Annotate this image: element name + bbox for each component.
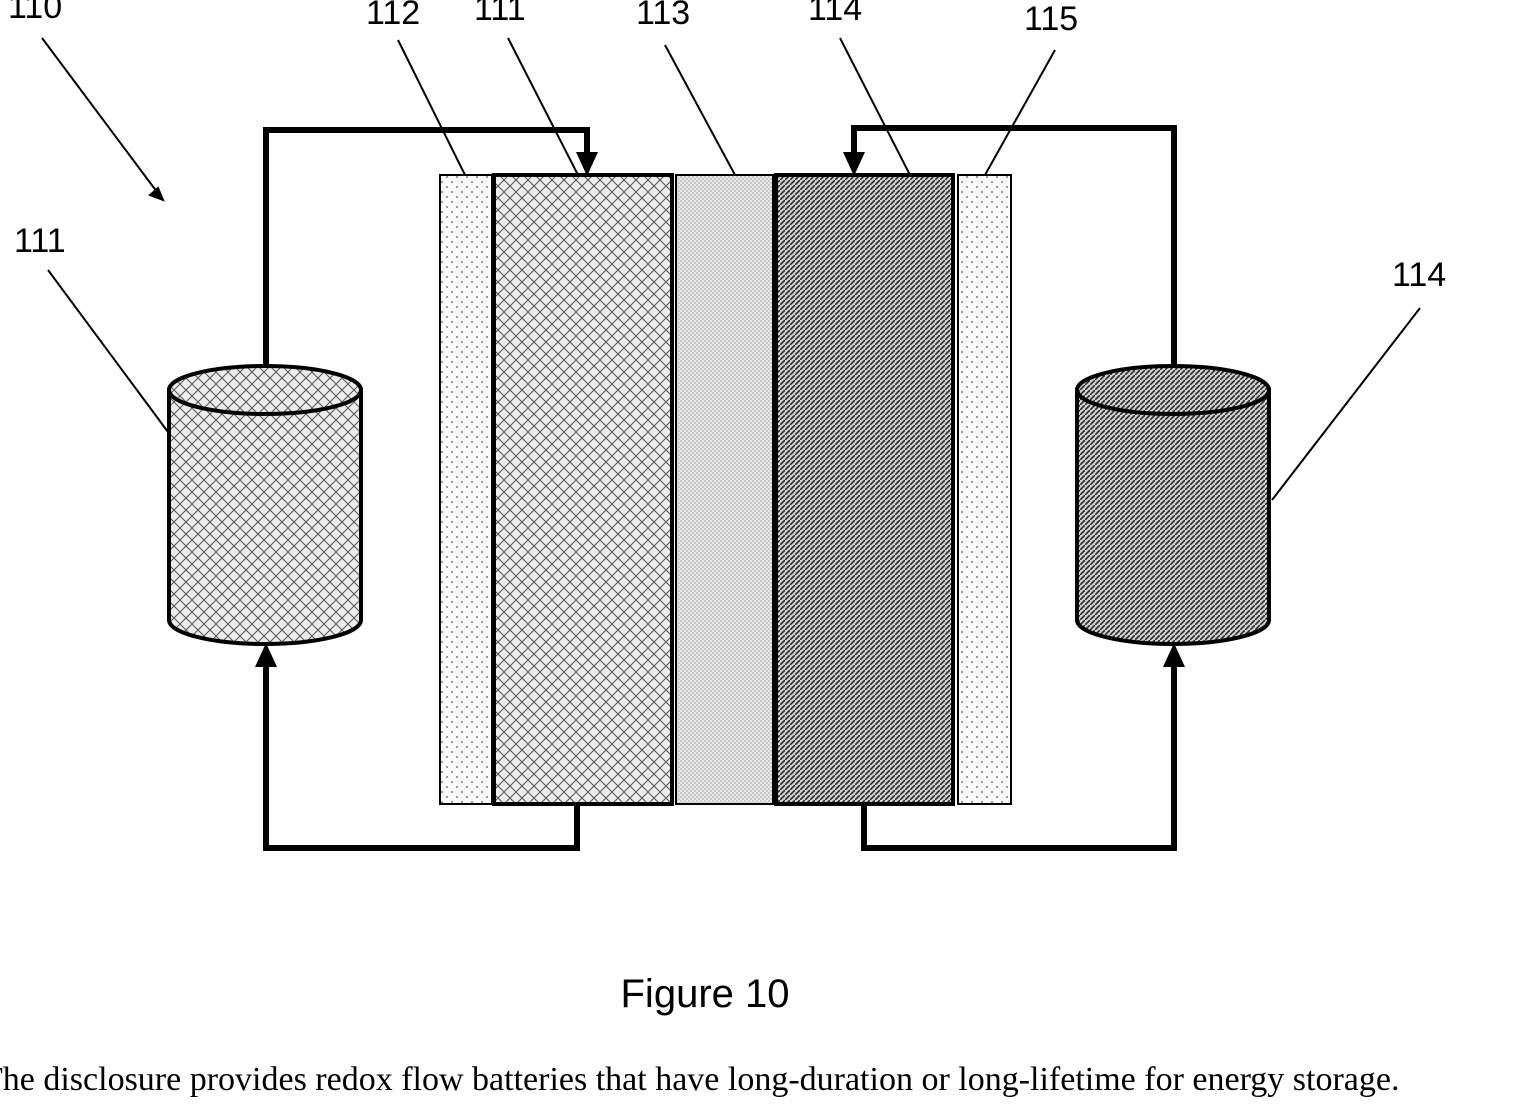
label-114-tank: 114 (1392, 256, 1446, 294)
leader-115 (985, 50, 1055, 175)
right-tank-body (1077, 390, 1269, 644)
arrow-into-left-tank (255, 643, 277, 667)
label-111-tank: 111 (14, 222, 66, 260)
label-111-electrode: 111 (474, 0, 526, 28)
left-tank-top (169, 366, 361, 414)
arrow-into-right-tank (1163, 643, 1185, 667)
leader-111-electrode (508, 38, 578, 175)
leader-111-tank (48, 270, 168, 432)
membrane (676, 175, 773, 804)
label-114-electrode: 114 (808, 0, 862, 28)
current-collector-right (958, 175, 1011, 804)
leader-110-arrowhead (150, 188, 163, 200)
electrode-right (776, 175, 953, 804)
arrow-into-right-electrode (843, 152, 865, 176)
electrode-left (494, 175, 672, 804)
arrow-into-left-electrode (576, 152, 598, 176)
leader-113 (665, 45, 735, 175)
figure-caption: Figure 10 (0, 972, 1410, 1017)
abstract-text: The disclosure provides redox flow batte… (0, 1061, 1400, 1099)
label-112: 112 (366, 0, 420, 32)
label-113: 113 (636, 0, 690, 32)
current-collector-left (440, 175, 492, 804)
right-tank (1077, 366, 1269, 644)
right-tank-top (1077, 366, 1269, 414)
left-tank (169, 366, 361, 644)
label-110: 110 (8, 0, 62, 26)
leader-112 (398, 40, 465, 175)
label-115: 115 (1024, 0, 1078, 38)
left-tank-body (169, 390, 361, 644)
cell-stack (440, 175, 1011, 804)
leader-114-tank (1272, 308, 1420, 500)
leader-110 (42, 38, 163, 200)
